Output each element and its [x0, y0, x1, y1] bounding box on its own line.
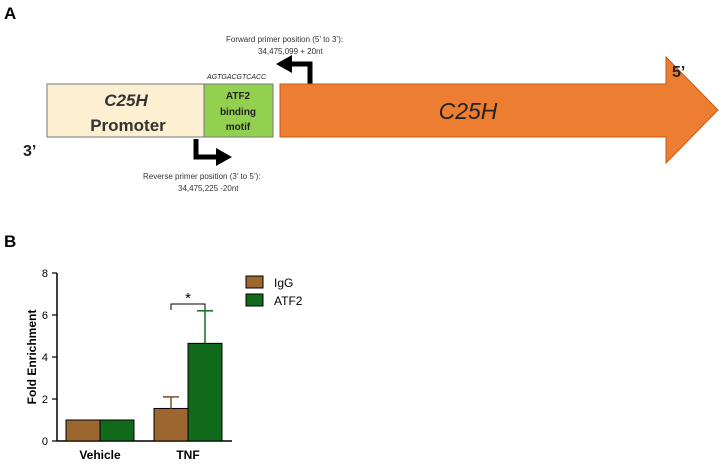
y-tick-label: 4 [42, 352, 48, 364]
motif-line-2: binding [220, 107, 256, 118]
bar [99, 419, 135, 442]
x-tick-label: Vehicle [79, 448, 121, 462]
forward-primer-title: Forward primer position (5’ to 3’): [226, 35, 343, 44]
reverse-primer-position: 34,475,225 -20nt [178, 184, 239, 193]
motif-box [203, 83, 274, 138]
end-label-5-prime: 5’ [672, 64, 685, 81]
bar [187, 342, 223, 442]
panel-b-label: B [4, 232, 16, 251]
forward-primer-position: 34,475,099 + 20nt [258, 47, 324, 56]
y-axis-label: Fold Enrichment [25, 310, 39, 405]
promoter-gene-name: C25H [104, 91, 148, 110]
y-tick-label: 6 [42, 310, 48, 322]
gene-arrow [279, 55, 719, 165]
legend-label: ATF2 [274, 294, 303, 308]
significance-bracket [170, 303, 206, 310]
y-tick-label: 2 [42, 394, 48, 406]
forward-primer-arrow-icon [276, 55, 313, 86]
end-label-3-prime: 3’ [23, 143, 36, 160]
promoter-word: Promoter [90, 116, 166, 135]
motif-sequence: AGTGACGTCACC [206, 74, 267, 81]
motif-line-1: ATF2 [226, 91, 251, 102]
reverse-primer-arrow-icon [193, 139, 232, 166]
x-tick-label: TNF [176, 448, 199, 462]
significance-marker: * [185, 290, 191, 307]
motif-line-3: motif [226, 122, 251, 133]
bar [153, 407, 189, 442]
legend-swatch [245, 275, 264, 289]
y-tick-label: 0 [42, 436, 48, 448]
legend-label: IgG [274, 276, 293, 290]
legend-swatch [245, 293, 264, 307]
y-tick-label: 8 [42, 268, 48, 280]
panel-a-label: A [4, 4, 16, 23]
gene-arrow-label: C25H [439, 98, 498, 124]
reverse-primer-title: Reverse primer position (3’ to 5’): [143, 172, 261, 181]
bar [65, 419, 101, 442]
promoter-box [46, 83, 205, 138]
